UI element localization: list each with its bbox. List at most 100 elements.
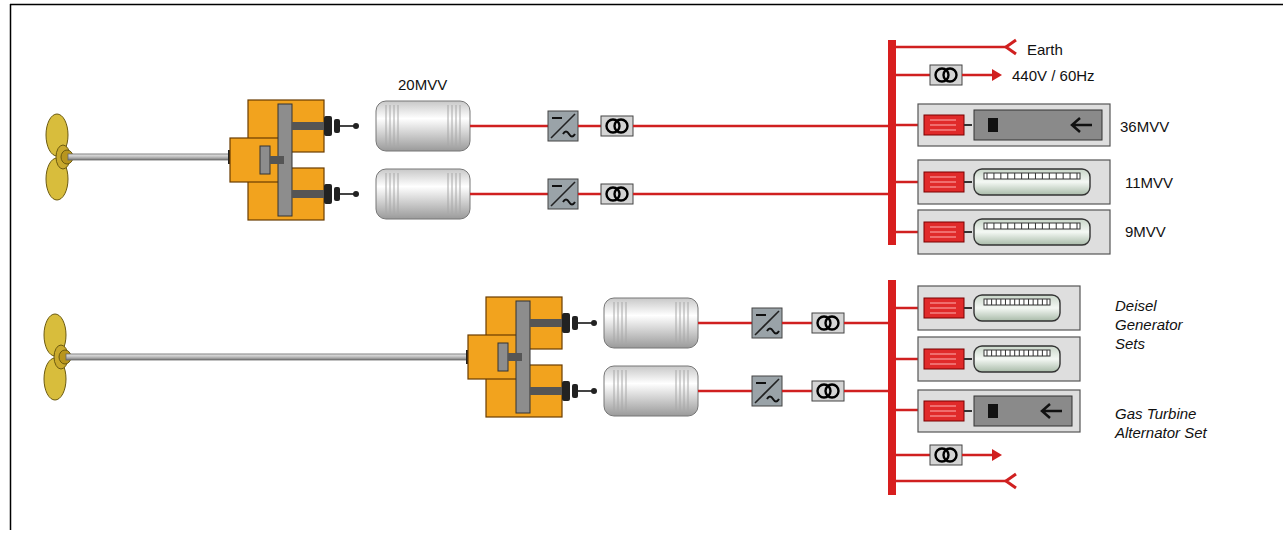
motor-rib — [680, 370, 681, 412]
cylinder-mark — [1037, 299, 1038, 305]
power-cable — [470, 193, 548, 196]
motor-rib — [456, 105, 457, 147]
alternator-rib — [930, 359, 956, 360]
cylinder-head — [984, 299, 1050, 305]
motor-rib — [460, 105, 461, 147]
transformer — [812, 313, 844, 333]
converter-box — [548, 179, 578, 209]
diesel-generator-set — [918, 286, 1080, 330]
cylinder-mark — [1047, 350, 1048, 356]
main-busbar — [888, 280, 896, 495]
cylinder-mark — [1014, 223, 1015, 229]
gas-turbine-set — [918, 390, 1080, 432]
supply-arrow — [992, 69, 1002, 81]
power-cable — [782, 390, 812, 393]
cylinder-mark — [1010, 299, 1011, 305]
electric-motor — [604, 366, 698, 416]
cylinder-mark — [1042, 299, 1043, 305]
power-cable — [578, 193, 601, 196]
cylinder-mark — [1019, 299, 1020, 305]
alternator-rib — [930, 303, 956, 304]
frame-line — [10, 4, 1283, 6]
power-cable — [896, 480, 1006, 483]
alternator — [924, 298, 972, 318]
motor-shaft-end — [591, 388, 597, 394]
converter-diagonal — [551, 182, 575, 206]
alternator-rib — [930, 130, 956, 131]
cylinder-mark — [1019, 350, 1020, 356]
motor-body — [376, 101, 470, 151]
power-cable — [962, 454, 996, 457]
diagram-label: Earth — [1027, 40, 1063, 59]
cylinder-head — [984, 223, 1080, 229]
power-cable — [633, 125, 888, 128]
diesel-generator-set — [918, 210, 1110, 254]
earth-symbol — [1006, 474, 1016, 488]
motor-shaft — [340, 193, 354, 195]
alternator-rib — [930, 125, 956, 126]
alternator-rib — [930, 120, 956, 121]
propeller-shaft — [66, 354, 470, 360]
motor-rib — [618, 370, 619, 412]
alternator-rib — [930, 416, 956, 417]
cylinder-mark — [1014, 173, 1015, 179]
diesel-engine — [974, 219, 1090, 245]
cylinder-mark — [1000, 223, 1001, 229]
alternator-rib — [930, 177, 956, 178]
set-enclosure — [918, 104, 1110, 146]
ac-mark — [563, 132, 575, 137]
electric-motor — [376, 169, 470, 219]
cylinder-mark — [1014, 299, 1015, 305]
diesel-engine — [974, 346, 1060, 372]
transformer — [601, 116, 633, 136]
flexible-coupling — [324, 116, 332, 136]
cylinder-mark — [1035, 223, 1036, 229]
diagram-label: 36MVV — [1120, 117, 1169, 136]
cylinder-mark — [1028, 299, 1029, 305]
diagram-label: Gas Turbine Alternator Set — [1115, 404, 1265, 442]
cylinder-mark — [1028, 350, 1029, 356]
coupling-shaft — [964, 307, 972, 309]
cylinder-mark — [1042, 223, 1043, 229]
alternator-rib — [930, 308, 956, 309]
alternator-body — [924, 172, 964, 192]
transformer-box — [930, 445, 962, 465]
motor-shaft — [340, 125, 354, 127]
power-cable — [633, 193, 888, 196]
alternator-rib — [930, 227, 956, 228]
cylinder-mark — [1047, 299, 1048, 305]
transformer — [930, 65, 962, 85]
cylinder-mark — [991, 350, 992, 356]
frequency-converter — [752, 308, 782, 338]
diagram-label: Deisel Generator Sets — [1115, 296, 1207, 353]
cylinder-mark — [1000, 350, 1001, 356]
alternator-rib — [930, 182, 956, 183]
alternator-body — [924, 349, 964, 369]
converter-box — [752, 308, 782, 338]
transformer-winding — [615, 120, 628, 133]
main-busbar — [888, 40, 896, 245]
cylinder-mark — [991, 299, 992, 305]
alternator-body — [924, 222, 964, 242]
cylinder-mark — [1021, 173, 1022, 179]
cylinder-mark — [1049, 173, 1050, 179]
diagram-label: 11MVV — [1125, 173, 1173, 192]
coupling-shaft — [964, 358, 972, 360]
coupling-shaft — [964, 410, 972, 412]
cylinder-mark — [996, 299, 997, 305]
alternator — [924, 401, 972, 421]
converter-box — [752, 376, 782, 406]
cylinder-mark — [993, 223, 994, 229]
motor-rib — [386, 173, 387, 215]
motor-body — [376, 169, 470, 219]
flexible-coupling — [562, 381, 570, 401]
cylinder-mark — [1042, 173, 1043, 179]
power-cable — [844, 390, 888, 393]
set-enclosure — [918, 337, 1080, 381]
motor-rib — [390, 105, 391, 147]
motor-rib — [398, 105, 399, 147]
set-enclosure — [918, 390, 1080, 432]
exhaust-arrow — [1072, 118, 1092, 132]
alternator-rib — [930, 237, 956, 238]
motor-shaft-end — [353, 123, 359, 129]
